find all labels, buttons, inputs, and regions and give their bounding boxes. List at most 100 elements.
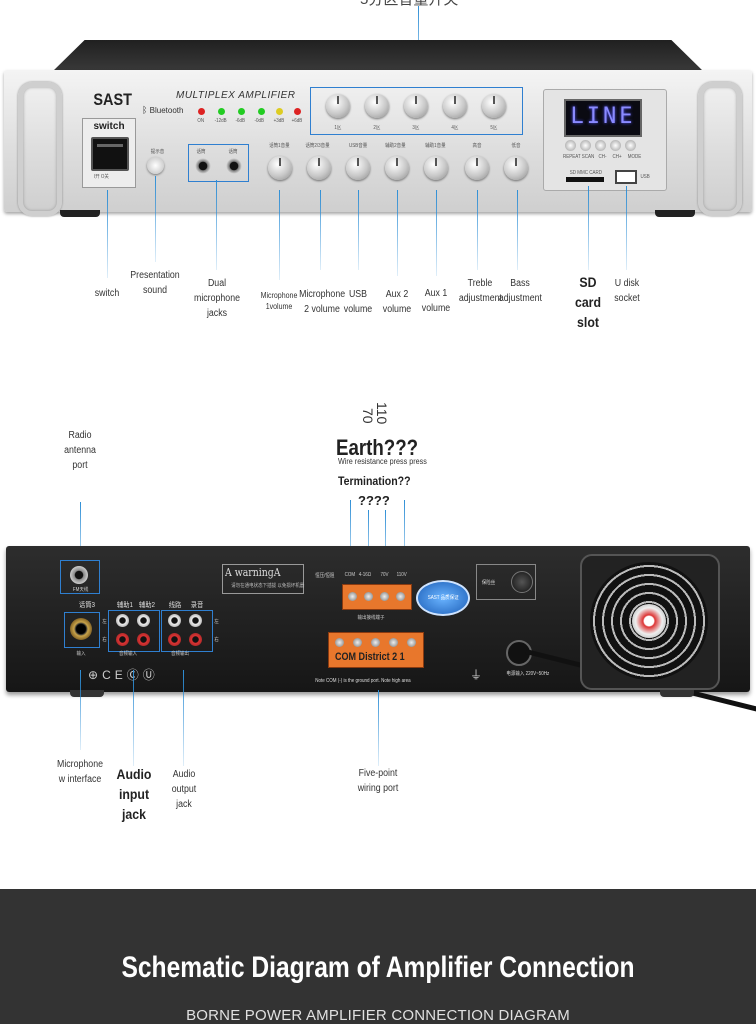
leader-aux2 [397, 190, 398, 276]
media-button-5[interactable] [625, 140, 636, 151]
mic1-volume-knob[interactable] [268, 156, 292, 180]
front-foot-left [60, 210, 100, 217]
leader-presentation [155, 176, 156, 262]
zone-knob-2[interactable] [365, 94, 389, 118]
mic-jack-2[interactable] [226, 158, 242, 174]
label-aux1: Aux 1 volume [421, 288, 451, 314]
knob-label-5: 辅助1音量 [425, 143, 446, 149]
zone-knob-4[interactable] [443, 94, 467, 118]
media-button-2[interactable] [580, 140, 591, 151]
fm-antenna-port[interactable] [70, 566, 88, 584]
callout-110: 110 [374, 402, 390, 425]
cert-icon-ce: CE [102, 668, 127, 682]
power-switch[interactable] [91, 137, 129, 171]
mic3-jack[interactable] [70, 618, 92, 640]
callout-earth: Earth??? [336, 435, 419, 460]
switch-housing: switch I开 O关 [82, 118, 136, 188]
rec-label: 录音 [190, 602, 204, 609]
warning-text: A warningA [225, 566, 281, 579]
led-label-4: +3dB [273, 118, 285, 124]
leader-bass [517, 190, 518, 270]
leader-110v [404, 500, 405, 576]
led-3 [258, 108, 265, 115]
footer-subtitle: BORNE POWER AMPLIFIER CONNECTION DIAGRAM [186, 1007, 570, 1024]
ground-note: Note COM (-) is the ground port. Note hi… [315, 678, 411, 684]
five-screw-1 [335, 638, 344, 647]
media-btn-label-1: REPEAT [562, 154, 581, 160]
audio-out-label: 音频输出 [171, 651, 190, 657]
terminal-screw-2 [364, 592, 373, 601]
label-five-point: Five-point wiring port [357, 768, 399, 794]
right-handle [698, 82, 742, 216]
label-bass: Bass adjustment [498, 278, 542, 304]
fuse-holder[interactable]: 保险丝 [476, 564, 536, 600]
label-sd: SD card slot [574, 274, 602, 330]
label-aux2: Aux 2 volume [382, 289, 412, 315]
media-btn-label-2: SCAN [581, 154, 595, 160]
cert-icon-ccc: Ⓒ [126, 668, 143, 682]
zone-knob-5[interactable] [482, 94, 506, 118]
ohm-label: 4-16Ω [358, 572, 372, 578]
knob-label-2: 话筒2/3音量 [305, 143, 330, 149]
rear-panel: FM天线 话筒3 输入 辅助1 辅助2 音频输入 左 右 线路 录音 音频输出 … [6, 546, 756, 712]
zone-knob-3[interactable] [404, 94, 428, 118]
sd-card-slot[interactable] [566, 177, 604, 182]
leader-com [350, 500, 351, 576]
aux2-volume-knob[interactable] [385, 156, 409, 180]
aux1-volume-knob[interactable] [424, 156, 448, 180]
presentation-button[interactable] [147, 157, 164, 174]
leader-aux1 [436, 190, 437, 276]
fuse-label: 保险丝 [481, 580, 496, 586]
audio-input-box [108, 610, 160, 652]
cert-icon-4: Ⓤ [142, 668, 159, 682]
brand-logo: SAST [93, 90, 132, 109]
model-name: MULTIPLEX AMPLIFIER [176, 90, 296, 101]
callout-70: 70 [360, 408, 376, 424]
constant-label: 恒压/恒阻 [315, 573, 335, 579]
power-inlet[interactable] [506, 640, 532, 666]
rec-right-rca[interactable] [189, 633, 202, 646]
line-left-rca[interactable] [168, 614, 181, 627]
terminal-screw-3 [380, 592, 389, 601]
amplifier-top-cover [52, 40, 704, 72]
aux2-right-rca[interactable] [137, 633, 150, 646]
lcd-text: LINE [570, 104, 636, 129]
five-screw-3 [371, 638, 380, 647]
media-module: LINE REPEAT SCAN CH- CH+ MODE SD MMC CAR… [543, 89, 667, 191]
footer-title: Schematic Diagram of Amplifier Connectio… [121, 951, 635, 984]
led-label-5: +6dB [291, 118, 303, 124]
led-1 [218, 108, 225, 115]
label-mic2: Microphone 2 volume [299, 289, 346, 315]
five-point-terminal[interactable]: COM District 2 1 [328, 632, 424, 668]
zone-label-1: 1区 [334, 125, 342, 131]
media-button-3[interactable] [595, 140, 606, 151]
bass-knob[interactable] [504, 156, 528, 180]
leader-usb [358, 190, 359, 270]
mic-jack-1[interactable] [195, 158, 211, 174]
treble-knob[interactable] [465, 156, 489, 180]
zone-knob-1[interactable] [326, 94, 350, 118]
rl-right-1: 右 [102, 637, 107, 643]
power-switch-rocker [97, 144, 123, 147]
line-right-rca[interactable] [168, 633, 181, 646]
mic3-label: 话筒3 [78, 602, 96, 609]
fm-antenna-box [60, 560, 100, 594]
rec-left-rca[interactable] [189, 614, 202, 627]
warning-box: A warningA 请勿在通电状态下插拔 以免损坏机器 [222, 564, 304, 594]
footer-banner: Schematic Diagram of Amplifier Connectio… [0, 889, 756, 1024]
rear-foot-right [660, 690, 694, 697]
speaker-terminal-top[interactable] [342, 584, 412, 610]
terminal-screw-4 [396, 592, 405, 601]
aux1-left-rca[interactable] [116, 614, 129, 627]
aux1-right-rca[interactable] [116, 633, 129, 646]
usb-socket[interactable] [615, 170, 637, 184]
top-callout: 5分区音量开关 [360, 0, 480, 9]
usb-volume-knob[interactable] [346, 156, 370, 180]
aux2-left-rca[interactable] [137, 614, 150, 627]
mic2-volume-knob[interactable] [307, 156, 331, 180]
70v-label: 70V [380, 572, 389, 578]
label-presentation: Presentation sound [130, 270, 180, 296]
media-button-4[interactable] [610, 140, 621, 151]
media-button-1[interactable] [565, 140, 576, 151]
mic-jack-label-2: 话筒 [228, 149, 238, 155]
